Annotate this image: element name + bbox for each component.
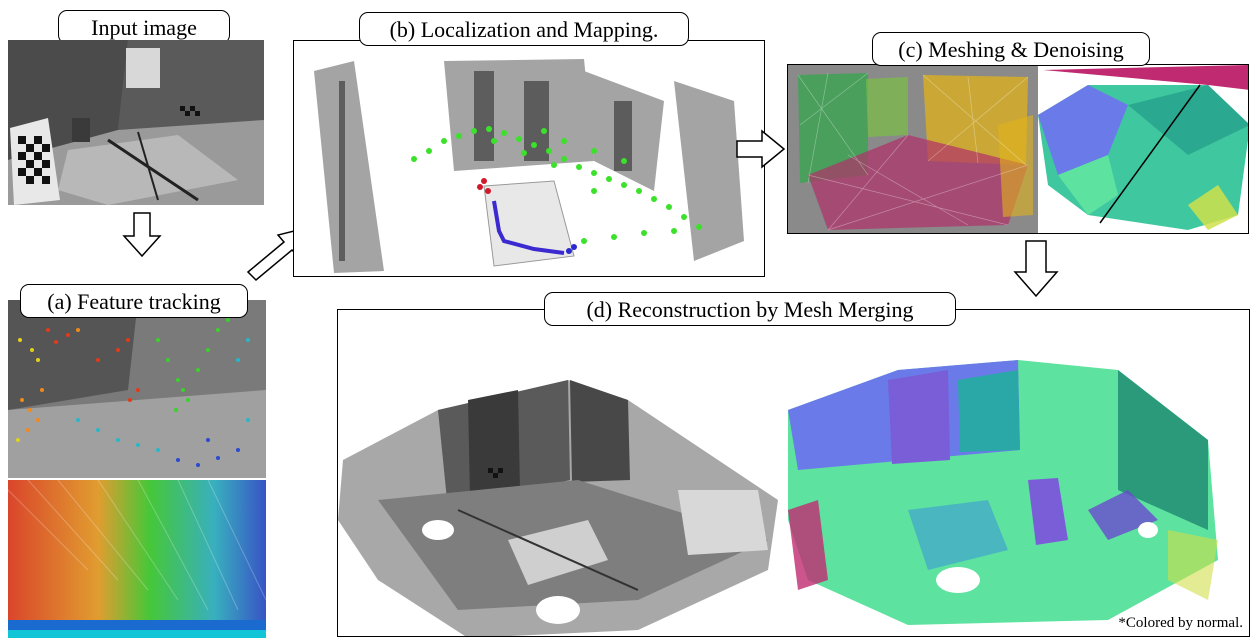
point-cloud-map xyxy=(294,41,764,276)
input-image xyxy=(8,40,264,205)
feature-tracking-flow-image xyxy=(8,480,266,638)
label-localization-mapping: (b) Localization and Mapping. xyxy=(359,12,689,46)
panel-meshing-denoising xyxy=(787,64,1249,234)
arrow-down-icon xyxy=(122,212,162,258)
panel-localization-mapping xyxy=(293,40,765,277)
label-meshing-denoising: (c) Meshing & Denoising xyxy=(872,32,1150,66)
triangle-mesh-view xyxy=(788,65,1248,233)
colored-by-normal-note: *Colored by normal. xyxy=(1118,615,1243,631)
textured-reconstruction-image xyxy=(338,380,778,636)
label-input-image: Input image xyxy=(58,10,230,44)
label-feature-tracking: (a) Feature tracking xyxy=(20,284,248,318)
arrow-right-icon xyxy=(736,129,786,169)
arrow-down-icon xyxy=(1013,240,1059,298)
label-reconstruction-mesh-merging: (d) Reconstruction by Mesh Merging xyxy=(544,292,956,326)
panel-reconstruction-mesh-merging: *Colored by normal. xyxy=(337,309,1250,637)
feature-tracking-points-image xyxy=(8,300,266,478)
normal-colored-reconstruction-image xyxy=(788,360,1218,625)
